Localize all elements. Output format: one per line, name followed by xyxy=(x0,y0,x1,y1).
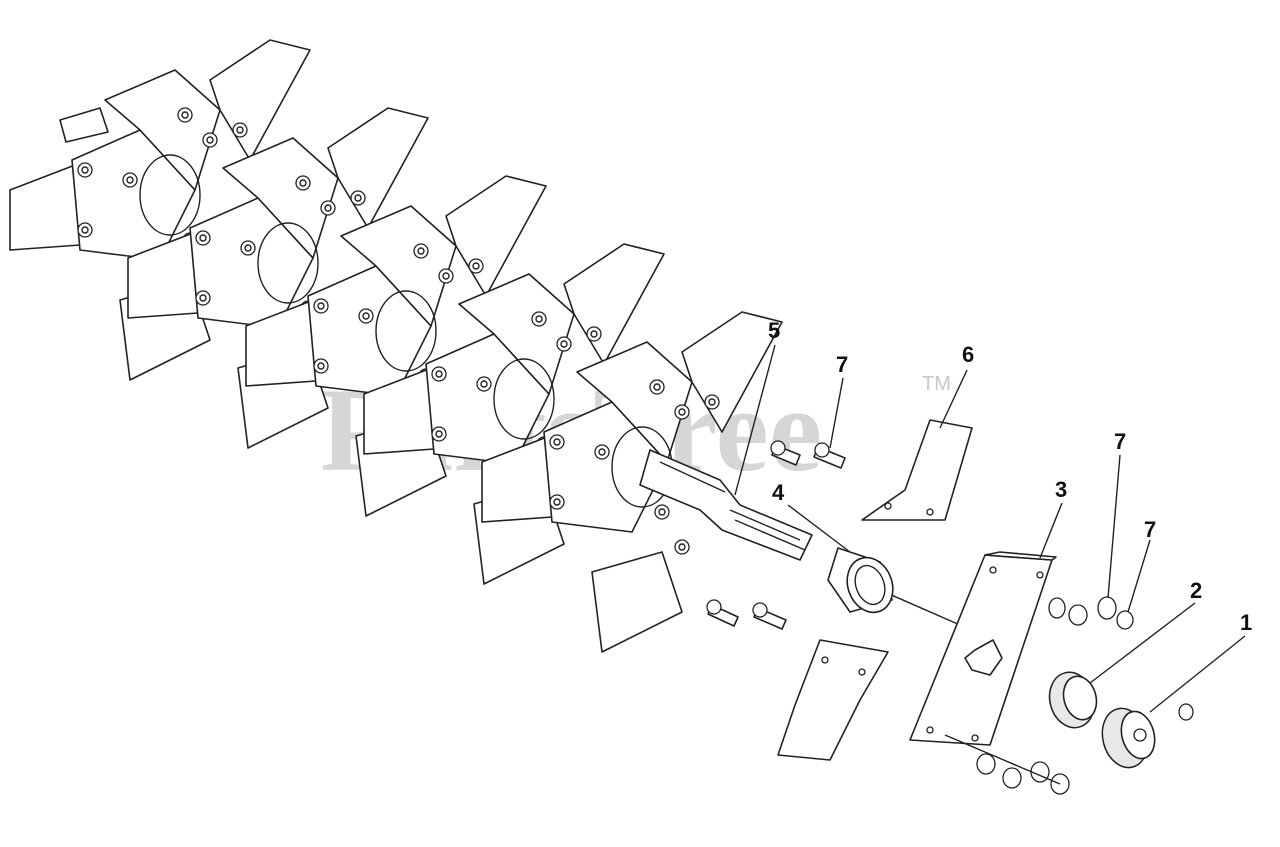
washers-nuts-right xyxy=(1048,596,1134,630)
tine-blade-part-6 xyxy=(861,419,973,521)
callout-4: 4 xyxy=(772,480,785,505)
side-plate-part-3 xyxy=(909,551,1057,746)
lower-tine-blade xyxy=(777,639,889,761)
leader-lines xyxy=(734,344,1246,713)
washers-nuts-bottom xyxy=(944,734,1070,795)
callout-5: 5 xyxy=(768,318,780,343)
callout-1: 1 xyxy=(1240,610,1252,635)
callout-6: 6 xyxy=(962,342,974,367)
tine-section xyxy=(127,107,429,449)
callout-2: 2 xyxy=(1190,578,1202,603)
bushing-part-4 xyxy=(827,547,894,614)
spacer-part-2 xyxy=(1048,671,1098,729)
bolts-lower xyxy=(706,599,787,630)
callout-7a: 7 xyxy=(836,352,848,377)
callout-7c: 7 xyxy=(1144,517,1156,542)
tine-section xyxy=(481,311,783,653)
callout-3: 3 xyxy=(1055,477,1067,502)
watermark-tm: TM xyxy=(922,373,951,395)
shaft-end-stub xyxy=(59,107,109,143)
callout-7b: 7 xyxy=(1114,429,1126,454)
hub-part-1 xyxy=(1101,703,1194,769)
tine-assembly xyxy=(9,39,783,653)
bolts-upper xyxy=(770,440,846,469)
tine-shaft xyxy=(639,449,961,626)
